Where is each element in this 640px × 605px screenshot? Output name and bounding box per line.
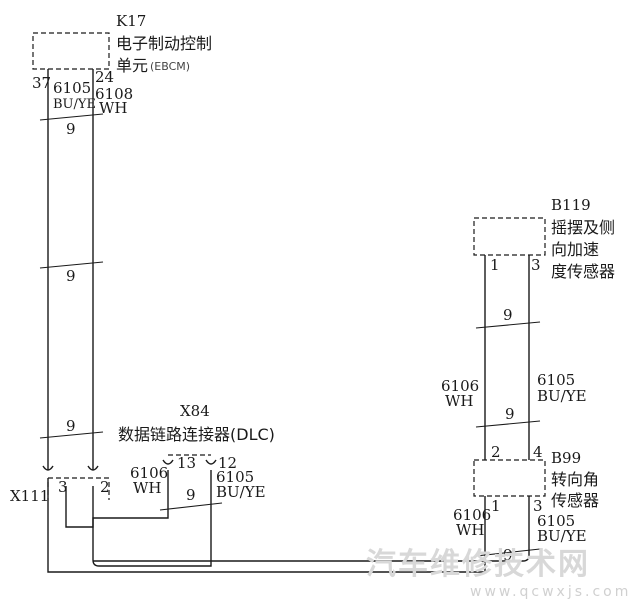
b119-wire-left-color: WH <box>445 392 474 410</box>
x111-pin2-to-x84-12 <box>92 470 212 567</box>
b99-name-line1: 转向角 <box>551 470 599 489</box>
x84-pin12-hook <box>205 459 217 465</box>
b119-name-line3: 度传感器 <box>551 262 615 281</box>
k17-wire-right-color: WH <box>99 99 128 117</box>
b99-pin-bottom-left: 1 <box>491 497 501 515</box>
b99-wire-right-num: 6105 <box>537 512 575 530</box>
b119-sensor-box <box>473 217 546 256</box>
twist-label-k17-2: 9 <box>66 267 76 285</box>
twist-mark-k17-2 <box>39 261 104 269</box>
k17-wire-right-num: 6108 <box>95 85 133 103</box>
b119-name-line1: 摇摆及侧 <box>551 218 615 237</box>
b99-sensor-box <box>473 459 546 497</box>
b119-wire-left-num: 6106 <box>441 377 479 395</box>
x111-ref: X111 <box>10 487 49 505</box>
watermark-text: 汽车维修技术网 <box>366 547 590 582</box>
k17-wire-left-num: 6105 <box>53 79 91 97</box>
b99-pin-top-left: 2 <box>491 443 501 461</box>
x84-pin-right: 12 <box>218 454 237 472</box>
twist-mark-b119-2 <box>475 420 541 428</box>
x84-ref: X84 <box>180 402 210 420</box>
k17-pin-left: 37 <box>32 74 51 92</box>
k17-name-line1: 电子制动控制 <box>116 34 212 53</box>
b99-name-line2: 传感器 <box>551 491 599 510</box>
x84-pin13-hook <box>162 459 174 465</box>
b119-name-line2: 向加速 <box>551 240 599 259</box>
twist-label-x84: 9 <box>186 486 196 504</box>
k17-pin-right: 24 <box>95 68 114 86</box>
x111-pin-left-hook <box>42 465 54 471</box>
twist-label-b119-2: 9 <box>505 405 515 423</box>
b119-pin-right: 3 <box>531 256 541 274</box>
b99-wire-left-num: 6106 <box>453 506 491 524</box>
x84-wire-right-color: BU/YE <box>216 483 266 501</box>
b119-ref: B119 <box>551 196 591 214</box>
x84-wire-right-num: 6105 <box>216 468 254 486</box>
k17-ref: K17 <box>116 12 146 30</box>
twist-label-k17-3: 9 <box>66 417 76 435</box>
b119-wire-right-color: BU/YE <box>537 387 587 405</box>
b99-pin-bottom-right: 3 <box>533 497 543 515</box>
twist-label-b119-1: 9 <box>503 306 513 324</box>
k17-module-box <box>32 32 110 70</box>
x84-wire-left-num: 6106 <box>130 464 168 482</box>
k17-name-line2: 单元 <box>116 56 148 75</box>
b99-ref: B99 <box>551 449 581 467</box>
twist-label-k17-1: 9 <box>66 120 76 138</box>
x111-pin-right-hook <box>87 465 99 471</box>
twist-mark-b119-1 <box>475 321 541 329</box>
b99-pin-top-right: 4 <box>533 443 543 461</box>
b99-wire-pin3 <box>93 496 530 562</box>
b99-wire-right-color: BU/YE <box>537 527 587 545</box>
twist-label-b99: 9 <box>503 546 513 564</box>
watermark-url: www.qcwxjs.com <box>470 584 631 600</box>
x111-pin3-harness-wire <box>47 478 485 573</box>
x111-pin-right: 2 <box>100 478 110 496</box>
twist-mark-k17-3 <box>39 431 104 439</box>
k17-name-suffix: (EBCM) <box>150 60 190 73</box>
b119-pin-left: 1 <box>490 256 500 274</box>
x111-pin-left: 3 <box>58 478 68 496</box>
twist-mark-k17-1 <box>39 113 104 121</box>
x84-wire-left-color: WH <box>133 479 162 497</box>
k17-wire-left-color: BU/YE <box>53 97 96 112</box>
b119-wire-right-num: 6105 <box>537 371 575 389</box>
twist-mark-b99 <box>475 548 541 557</box>
b99-wire-left-color: WH <box>456 521 485 539</box>
x84-name: 数据链路连接器(DLC) <box>118 425 275 444</box>
twist-mark-x84 <box>159 502 223 511</box>
x84-pin-left: 13 <box>177 454 196 472</box>
